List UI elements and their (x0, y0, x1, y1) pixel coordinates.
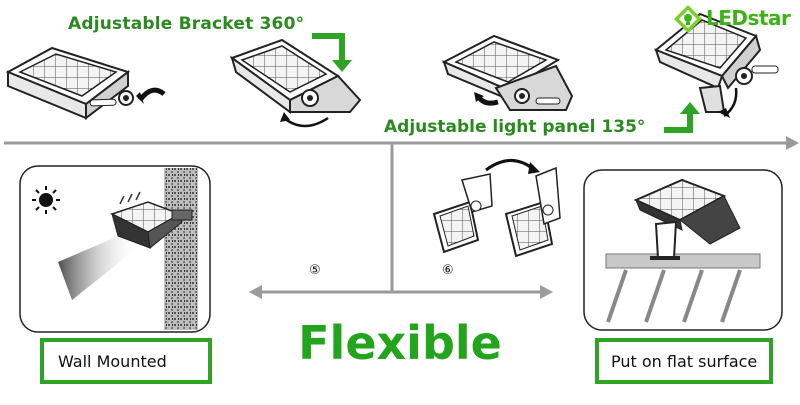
green-diamond-bulb-icon (674, 5, 702, 33)
lamp-illustration-2 (229, 38, 362, 128)
lamp-illustration-3 (441, 34, 574, 111)
wall-mounted-caption: Wall Mounted (40, 338, 212, 384)
left-arrow (249, 285, 392, 299)
brand-logo-text: LEDstar (706, 6, 791, 30)
green-down-arrow-1 (312, 33, 352, 72)
step-number-5: ⑤ (309, 263, 321, 278)
bracket-label: Adjustable Bracket 360° (68, 14, 305, 34)
main-arrow (4, 136, 799, 150)
lamp-illustration-1 (5, 46, 166, 121)
wall-mounted-caption-text: Wall Mounted (58, 351, 167, 371)
step-number-6: ⑥ (442, 263, 454, 278)
wall-mounted-panel (19, 165, 211, 333)
bracket-lamps-illustration (432, 159, 561, 258)
brand-logo (672, 4, 800, 34)
lamp-illustration-4 (654, 12, 779, 118)
right-arrow (392, 285, 553, 299)
panel-label: Adjustable light panel 135° (384, 117, 646, 137)
flat-surface-panel (583, 169, 783, 331)
flat-surface-caption-text: Put on flat surface (611, 351, 758, 371)
flat-surface-caption: Put on flat surface (595, 338, 773, 384)
headline: Flexible (298, 316, 502, 370)
green-up-arrow-2 (664, 102, 700, 133)
sun-icon (32, 186, 60, 214)
